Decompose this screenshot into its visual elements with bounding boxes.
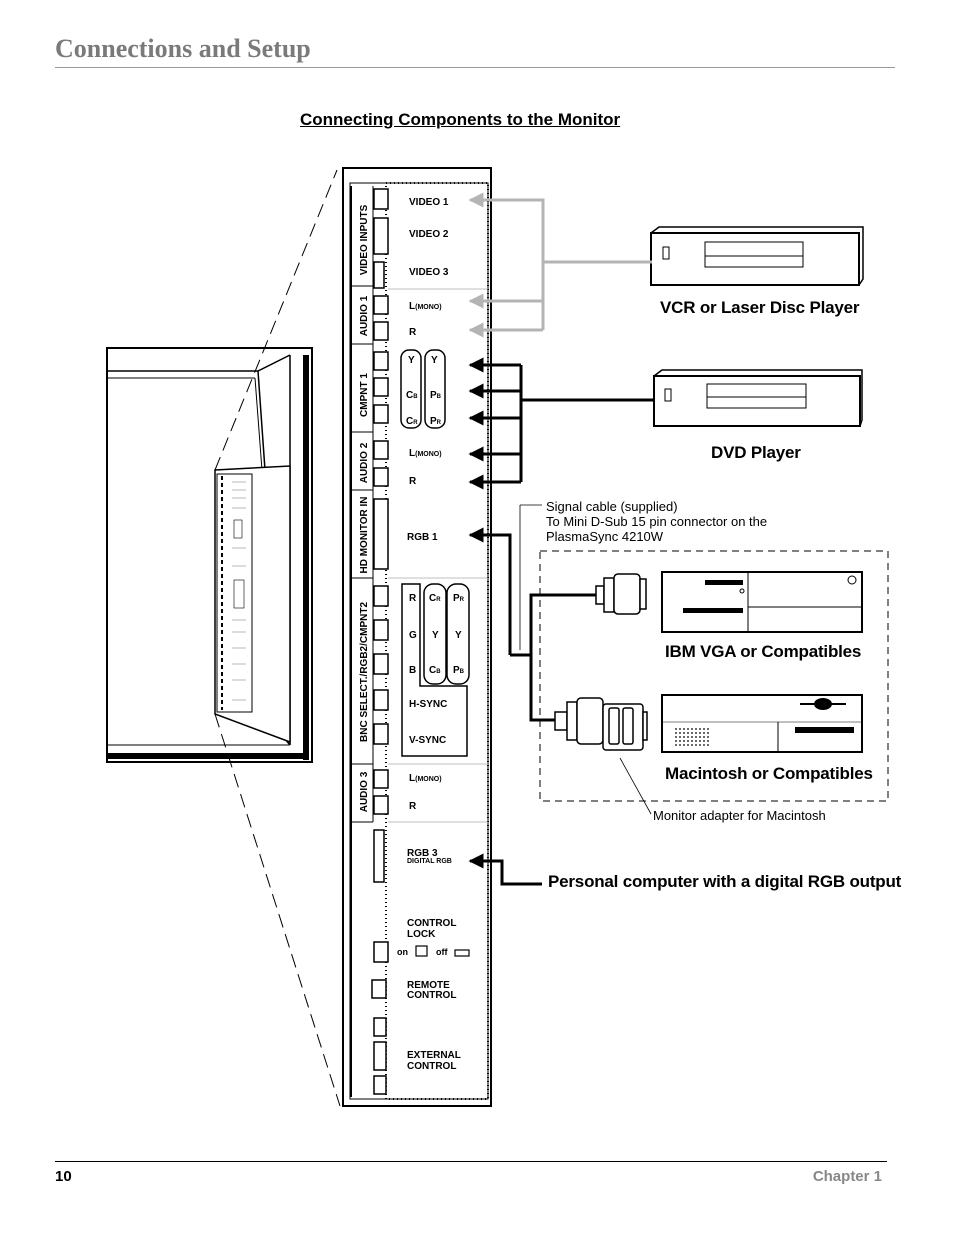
mac-pc-illustration: [661, 694, 863, 753]
jack-cmpnt1-pr: PR: [430, 416, 442, 427]
jack-video1: VIDEO 1: [409, 197, 449, 208]
jack-bnc-g: G: [409, 630, 417, 641]
jack-rgb1: RGB 1: [407, 532, 438, 543]
section-title: Connecting Components to the Monitor: [300, 110, 621, 129]
group-label-video-inputs: VIDEO INPUTS: [359, 204, 370, 275]
page-header-title: Connections and Setup: [55, 34, 311, 63]
control-lock-on: on: [397, 947, 408, 957]
jack-hsync: H-SYNC: [409, 699, 447, 710]
signal-cable-note-line-1: Signal cable (supplied): [546, 499, 678, 514]
jack-video3: VIDEO 3: [409, 267, 449, 278]
jack-bnc-pr: PR: [453, 593, 465, 604]
dvd-device-illustration: [653, 369, 863, 427]
vcr-device-illustration: [650, 226, 864, 286]
jack-audio1-left: L(MONO): [409, 301, 442, 312]
jack-audio3-right: R: [409, 801, 417, 812]
ibm-pc-illustration: [661, 571, 863, 633]
group-label-bnc: BNC SELECT./RGB2/CMPNT2: [359, 602, 370, 742]
jack-audio2-right: R: [409, 476, 417, 487]
vga-connector-illustration: [595, 573, 647, 615]
jack-bnc-cr: CR: [429, 593, 441, 604]
jack-cmpnt1-y: Y: [408, 355, 415, 366]
remote-control-label-1: REMOTE: [407, 980, 450, 991]
jack-audio1-right: R: [409, 327, 417, 338]
jack-bnc-r: R: [409, 593, 417, 604]
jack-cmpnt1-cr: CR: [406, 416, 418, 427]
chapter-label: Chapter 1: [812, 1168, 882, 1185]
signal-cable-note-line-3: PlasmaSync 4210W: [546, 529, 664, 544]
group-label-audio2: AUDIO 2: [359, 442, 370, 483]
mac-label: Macintosh or Compatibles: [665, 764, 873, 783]
dvd-label: DVD Player: [711, 443, 801, 462]
ibm-label: IBM VGA or Compatibles: [665, 642, 862, 661]
monitor-illustration: [106, 347, 313, 763]
external-control-label-1: EXTERNAL: [407, 1050, 461, 1061]
jack-bnc-cb: CB: [429, 665, 441, 676]
pc-digital-rgb-label: Personal computer with a digital RGB out…: [548, 872, 902, 891]
terminal-panel: [342, 167, 492, 1107]
jack-bnc-y2: Y: [455, 630, 462, 641]
jack-cmpnt1-cb: CB: [406, 390, 418, 401]
remote-control-label-2: CONTROL: [407, 990, 456, 1001]
control-lock-label-1: CONTROL: [407, 918, 456, 929]
jack-digital-rgb: DIGITAL RGB: [407, 858, 452, 865]
header-divider: [55, 67, 895, 68]
jack-bnc-b: B: [409, 665, 416, 676]
jack-bnc-y: Y: [432, 630, 439, 641]
footer-divider: [55, 1161, 887, 1162]
group-label-cmpnt1: CMPNT 1: [359, 373, 370, 417]
jack-bnc-pb: PB: [453, 665, 465, 676]
jack-cmpnt1-y2: Y: [431, 355, 438, 366]
jack-rgb3: RGB 3: [407, 848, 438, 859]
vcr-label: VCR or Laser Disc Player: [660, 298, 860, 317]
mac-adapter-illustration: [554, 697, 648, 751]
signal-cable-note-line-2: To Mini D-Sub 15 pin connector on the: [546, 514, 768, 529]
external-control-label-2: CONTROL: [407, 1061, 456, 1072]
monitor-adapter-note: Monitor adapter for Macintosh: [653, 808, 826, 823]
group-label-audio3: AUDIO 3: [359, 771, 370, 812]
jack-vsync: V-SYNC: [409, 735, 446, 746]
group-label-hd-monitor-in: HD MONITOR IN: [359, 496, 370, 573]
control-lock-off: off: [436, 947, 448, 957]
jack-audio3-left: L(MONO): [409, 773, 442, 784]
page-number: 10: [55, 1168, 72, 1185]
jack-audio2-left: L(MONO): [409, 448, 442, 459]
control-lock-label-2: LOCK: [407, 929, 436, 940]
jack-cmpnt1-pb: PB: [430, 390, 442, 401]
jack-video2: VIDEO 2: [409, 229, 449, 240]
signal-cable-note: Signal cable (supplied) To Mini D-Sub 15…: [546, 499, 767, 544]
group-label-audio1: AUDIO 1: [359, 295, 370, 336]
